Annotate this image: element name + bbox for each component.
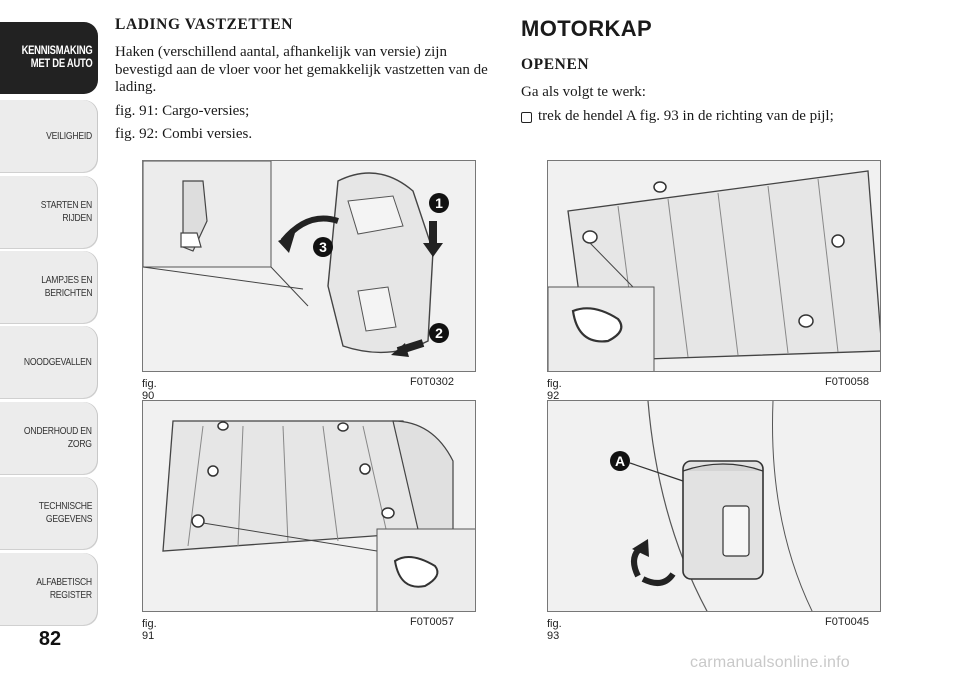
intro-text: Ga als volgt te werk: (521, 84, 646, 100)
tab-label: ONDERHOUD EN ZORG (24, 425, 92, 450)
fig90-label-1: 1 (435, 195, 443, 211)
fig90-label-2: 2 (435, 325, 443, 341)
subheading: OPENEN (521, 56, 590, 73)
fig93-label-a: A (615, 453, 625, 469)
body-paragraph: Haken (verschillend aantal, afhankelijk … (115, 44, 488, 95)
figure-90-code: F0T0302 (410, 376, 455, 388)
figure-90-caption: fig. 90 (142, 378, 157, 402)
tab-label: LAMPJES EN BERICHTEN (40, 274, 92, 299)
right-text-column: MOTORKAP OPENEN Ga als volgt te werk: tr… (521, 16, 921, 125)
left-text-column: LADING VASTZETTEN Haken (verschillend aa… (115, 16, 500, 150)
tab-starten-en-rijden[interactable]: STARTEN EN RIJDEN (0, 176, 98, 248)
tab-label: TECHNISCHE GEGEVENS (38, 500, 92, 525)
bullet-item: trek de hendel A fig. 93 in de richting … (521, 108, 921, 126)
tab-label: VEILIGHEID (46, 129, 92, 142)
tab-label: ALFABETISCH REGISTER (36, 576, 92, 601)
tab-lampjes-en-berichten[interactable]: LAMPJES EN BERICHTEN (0, 251, 98, 323)
watermark: carmanualsonline.info (690, 654, 850, 671)
bullet-text: trek de hendel A fig. 93 in de richting … (538, 107, 834, 124)
tab-noodgevallen[interactable]: NOODGEVALLEN (0, 326, 98, 398)
page-title: MOTORKAP (521, 16, 653, 41)
tab-label: NOODGEVALLEN (24, 355, 92, 368)
section-heading: LADING VASTZETTEN (115, 16, 294, 33)
figure-93-caption: fig. 93 (547, 618, 562, 642)
checkbox-bullet-icon (521, 111, 532, 123)
tab-veiligheid[interactable]: VEILIGHEID (0, 100, 98, 172)
fig91-reference: fig. 91: Cargo-versies; (115, 102, 250, 119)
figure-91-caption: fig. 91 (142, 618, 157, 642)
figure-91-code: F0T0057 (410, 616, 455, 628)
tab-label: STARTEN EN RIJDEN (40, 199, 93, 224)
tab-technische-gegevens[interactable]: TECHNISCHE GEGEVENS (0, 477, 98, 549)
figure-91-illustration (142, 400, 476, 612)
figure-90-illustration: 1 2 3 (142, 160, 476, 372)
tab-onderhoud-en-zorg[interactable]: ONDERHOUD EN ZORG (0, 402, 98, 474)
figure-92-illustration (547, 160, 881, 372)
fig92-reference: fig. 92: Combi versies. (115, 126, 253, 142)
figure-92-caption: fig. 92 (547, 378, 562, 402)
figure-93-illustration: A (547, 400, 881, 612)
page-number: 82 (38, 628, 62, 650)
figure-93-code: F0T0045 (825, 616, 870, 628)
tab-alfabetisch-register[interactable]: ALFABETISCH REGISTER (0, 553, 98, 625)
tab-kennismaking[interactable]: KENNISMAKING MET DE AUTO (0, 22, 98, 94)
fig90-label-3: 3 (319, 239, 327, 255)
tab-label: KENNISMAKING MET DE AUTO (21, 45, 92, 70)
figure-92-code: F0T0058 (825, 376, 870, 388)
